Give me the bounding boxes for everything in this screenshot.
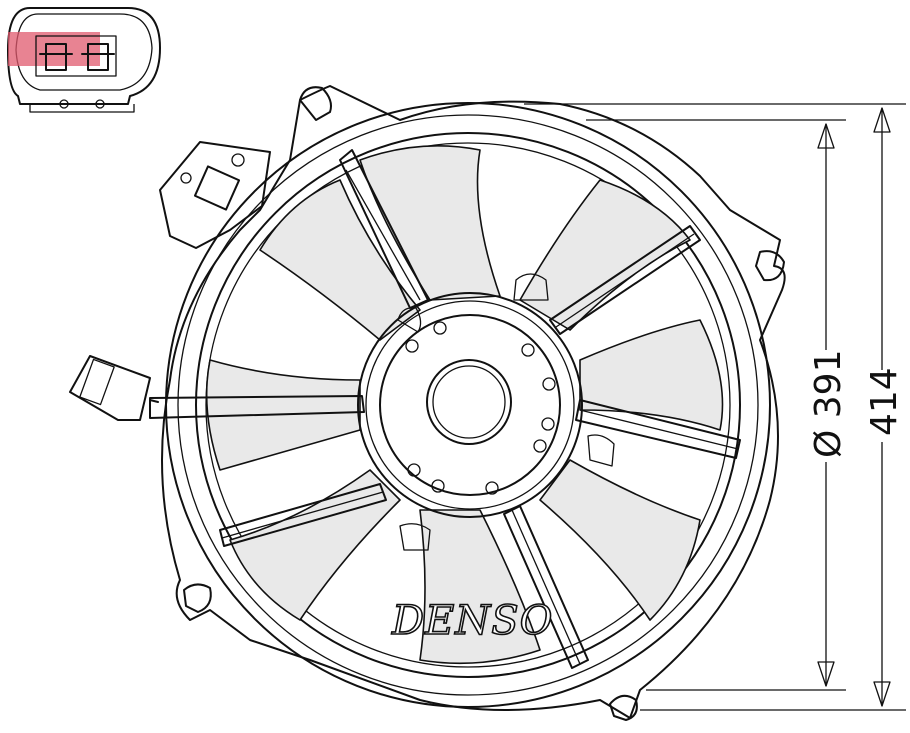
height-label: 414: [864, 367, 905, 436]
dimension-diameter: Ø 391: [586, 119, 849, 691]
fan-blade: [359, 144, 501, 301]
connector-pin-right: [87, 43, 109, 71]
hub-rivets: [405, 321, 556, 495]
fan-blade: [259, 179, 421, 341]
fan-blade: [419, 509, 541, 665]
motor-hub: [357, 273, 615, 551]
mount-lug-bottom: [609, 694, 638, 721]
shroud-struts: [149, 149, 741, 669]
fan-blade: [519, 179, 691, 331]
connector-pin-left: [45, 43, 67, 71]
connector-inset: [7, 7, 161, 113]
motor-shaft-bore: [426, 359, 512, 445]
diameter-label: Ø 391: [808, 350, 849, 459]
fan-blade: [539, 459, 701, 621]
fan-blade: [229, 469, 401, 621]
brand-label: DENSO: [391, 598, 553, 644]
connector-highlight: [8, 32, 100, 66]
fan-blades: [205, 144, 724, 665]
fan-blade: [579, 319, 724, 431]
harness-plug: [69, 355, 159, 421]
mount-lug-top: [299, 86, 332, 121]
mount-lug-left: [183, 583, 212, 613]
shroud-connector-housing: [159, 141, 271, 249]
mount-lug-right: [755, 250, 785, 282]
fan-shroud: [159, 85, 786, 721]
dimension-height: 414: [524, 103, 906, 711]
